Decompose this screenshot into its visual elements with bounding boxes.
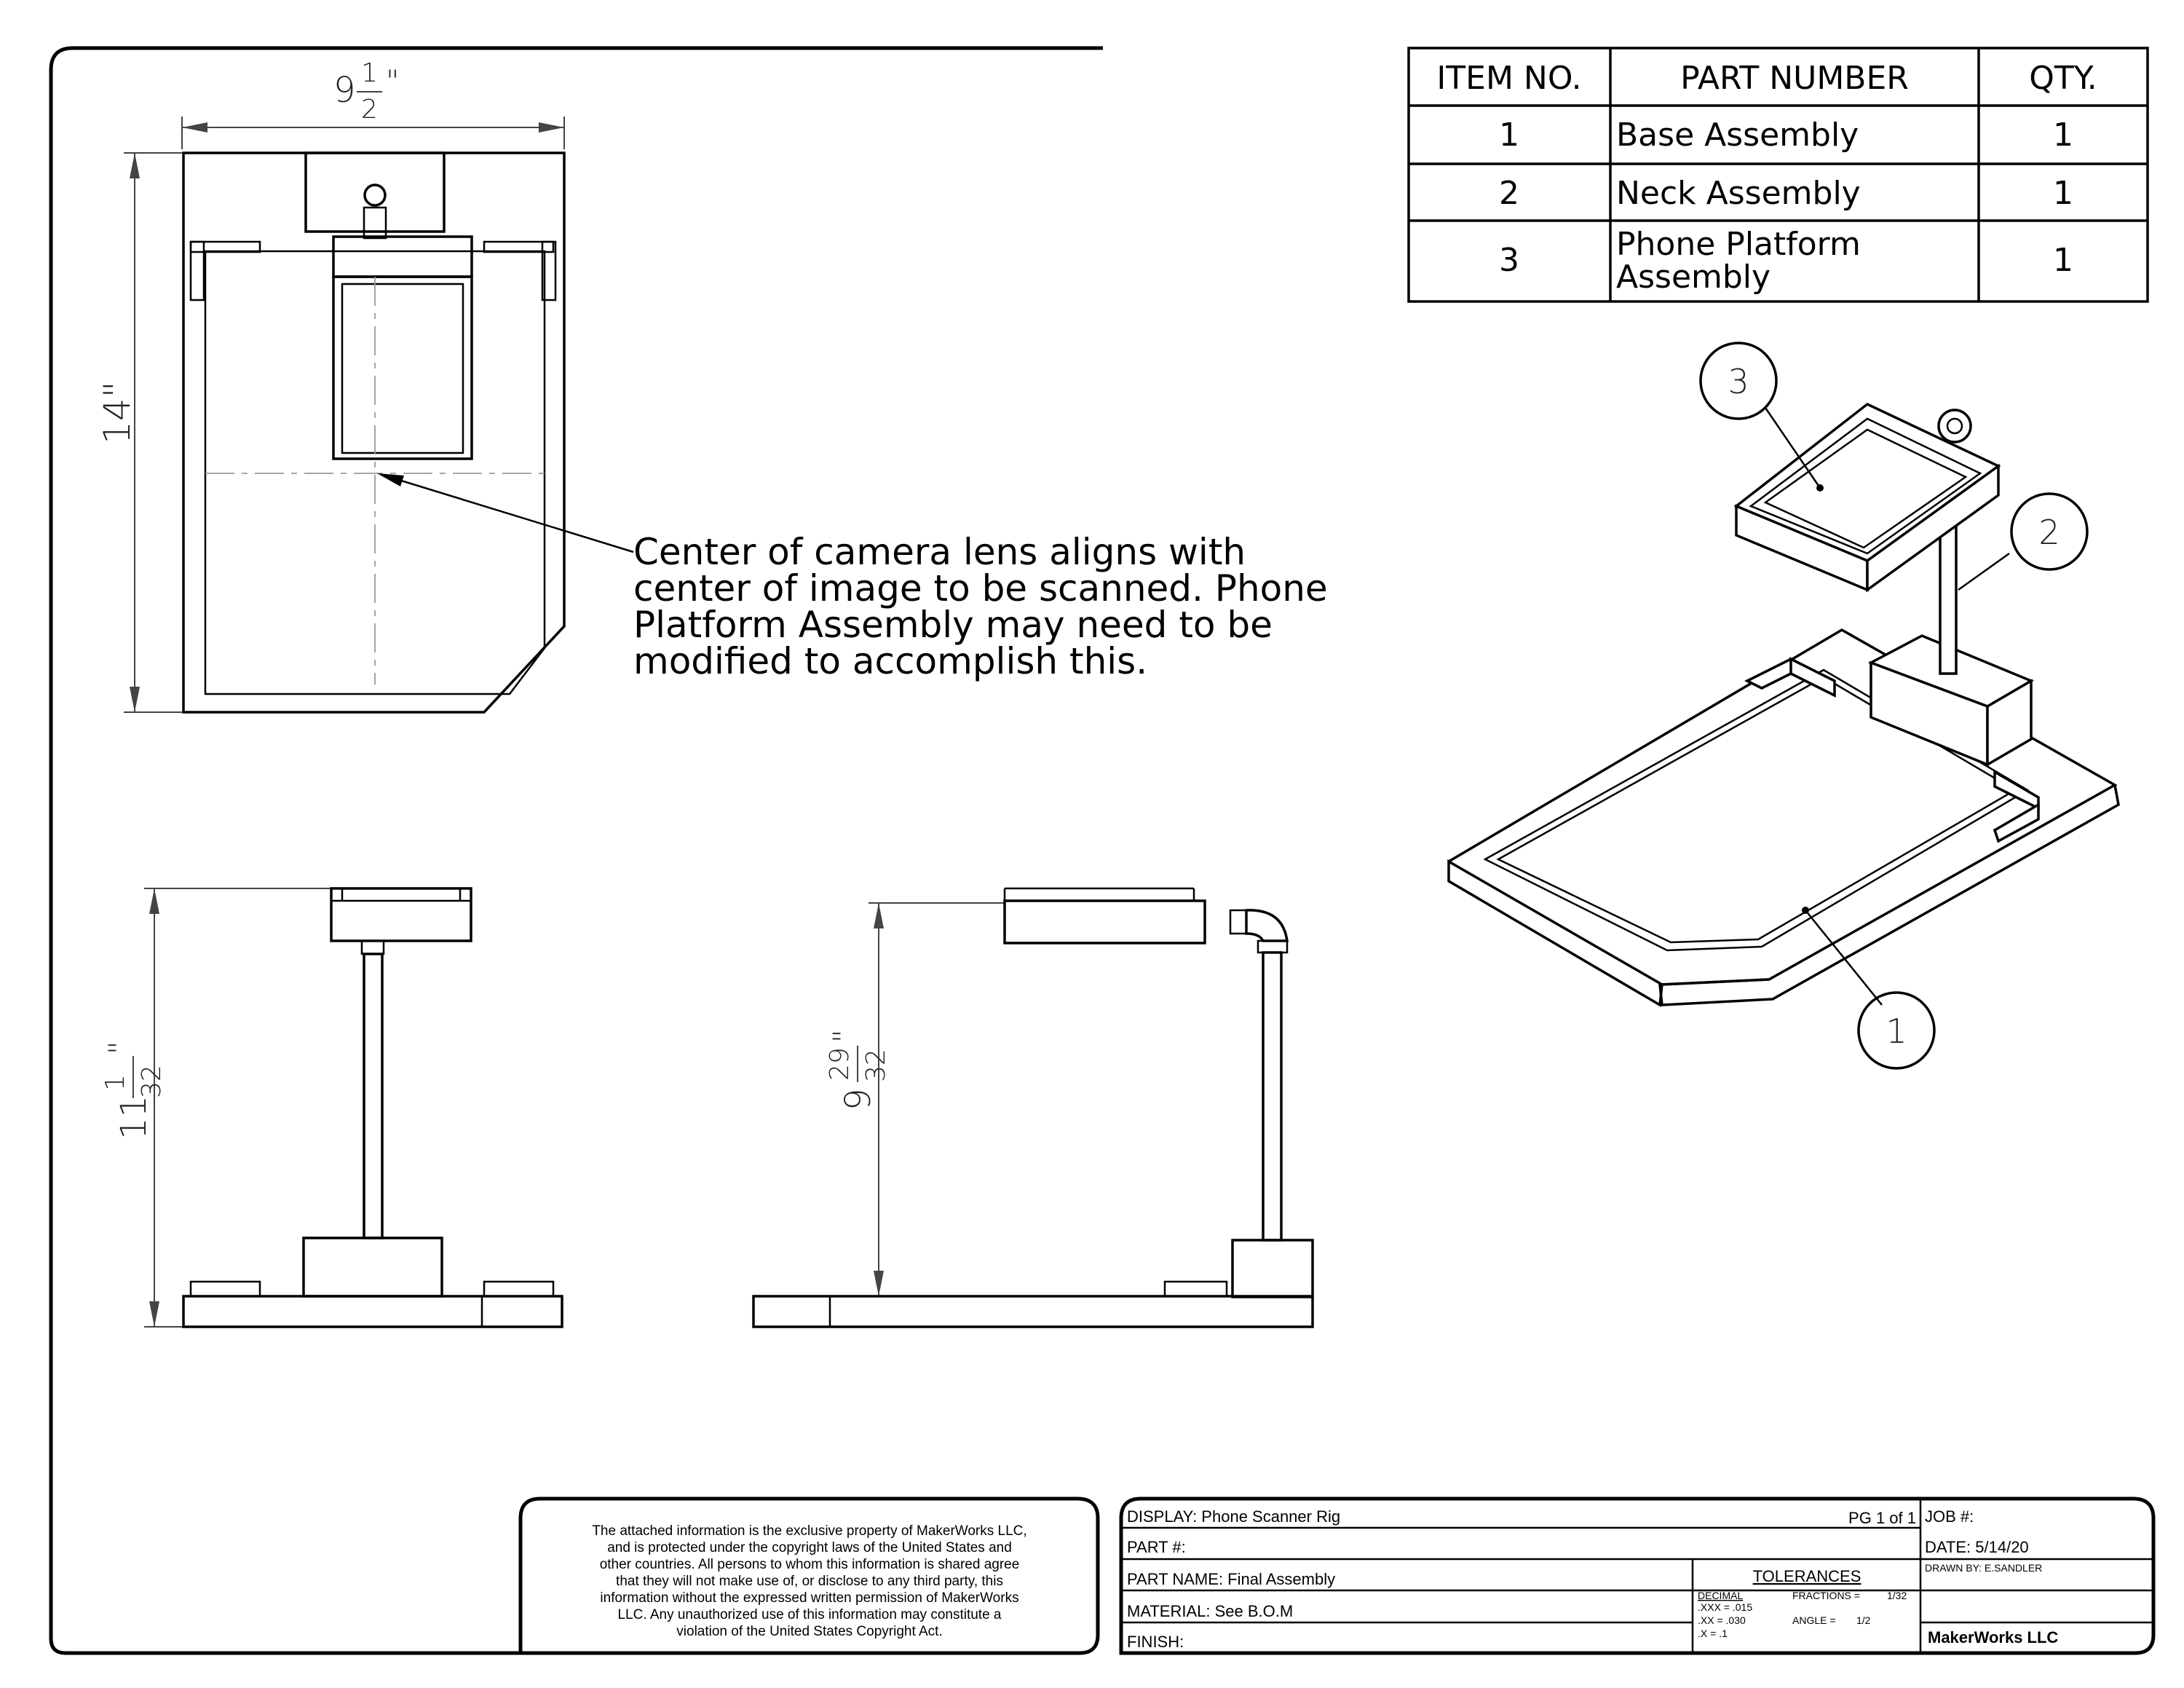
title-part-number: PART #: bbox=[1127, 1538, 1186, 1556]
note-line-3: Platform Assembly may need to be bbox=[633, 604, 1273, 646]
title-tolerances: TOLERANCES bbox=[1753, 1567, 1861, 1585]
title-finish: FINISH: bbox=[1127, 1633, 1184, 1651]
front-view: 11 1 32 " bbox=[100, 887, 563, 1328]
title-block: DISPLAY: Phone Scanner Rig PG 1 of 1 JOB… bbox=[1119, 1496, 2156, 1655]
title-material: MATERIAL: See B.O.M bbox=[1127, 1602, 1293, 1620]
bom-row-qty: 1 bbox=[2053, 175, 2073, 212]
balloon-1-label: 1 bbox=[1886, 1011, 1907, 1051]
tol-xxx: .XXX = .015 bbox=[1698, 1601, 1752, 1613]
front-height-numerator: 1 bbox=[100, 1074, 130, 1091]
bom-row-item: 1 bbox=[1499, 117, 1519, 154]
legal-notice: The attached information is the exclusiv… bbox=[518, 1496, 1100, 1655]
note-line-1: Center of camera lens aligns with bbox=[633, 531, 1246, 573]
legal-line: other countries. All persons to whom thi… bbox=[600, 1557, 1020, 1572]
legal-line: that they will not make use of, or discl… bbox=[616, 1574, 1003, 1589]
bom-row-qty: 1 bbox=[2053, 117, 2073, 154]
width-dimension-numerator: 1 bbox=[361, 58, 378, 88]
title-display: DISPLAY: Phone Scanner Rig bbox=[1127, 1507, 1340, 1526]
side-height-unit: " bbox=[828, 1030, 861, 1043]
balloon-2: 2 bbox=[2010, 492, 2089, 571]
bom-row-part: Neck Assembly bbox=[1616, 175, 1861, 212]
bom-row-item: 3 bbox=[1499, 242, 1519, 279]
bom-row-part: Phone Platform bbox=[1616, 226, 1861, 263]
sheet-border bbox=[49, 46, 1103, 1655]
legal-line: information without the expressed writte… bbox=[600, 1590, 1018, 1606]
side-height-numerator: 29 bbox=[825, 1047, 855, 1081]
bom-header-qty: QTY. bbox=[2029, 60, 2097, 97]
title-date: DATE: 5/14/20 bbox=[1925, 1538, 2029, 1556]
title-part-name: PART NAME: Final Assembly bbox=[1127, 1570, 1335, 1588]
balloon-3: 3 bbox=[1699, 342, 1778, 420]
legal-line: The attached information is the exclusiv… bbox=[592, 1523, 1026, 1539]
bom-header-part: PART NUMBER bbox=[1680, 60, 1909, 97]
tol-decimal: DECIMAL bbox=[1698, 1590, 1743, 1601]
title-page: PG 1 of 1 bbox=[1848, 1509, 1916, 1527]
balloon-1: 1 bbox=[1857, 991, 1936, 1070]
balloon-2-label: 2 bbox=[2038, 513, 2060, 552]
note-line-2: center of image to be scanned. Phone bbox=[633, 567, 1328, 610]
width-dimension-whole: 9 bbox=[333, 70, 356, 111]
side-height-whole: 9 bbox=[838, 1088, 879, 1111]
front-height-whole: 11 bbox=[114, 1095, 154, 1140]
isometric-view bbox=[1447, 402, 2120, 1007]
legal-line: violation of the United States Copyright… bbox=[676, 1624, 942, 1639]
bom-row-part: Base Assembly bbox=[1616, 117, 1859, 154]
tol-fractions: FRACTIONS = bbox=[1792, 1590, 1860, 1601]
tol-fractions-value: 1/32 bbox=[1887, 1590, 1907, 1601]
front-height-unit: " bbox=[103, 1041, 137, 1054]
legal-line: and is protected under the copyright law… bbox=[607, 1540, 1012, 1555]
width-dimension-denominator: 2 bbox=[361, 95, 378, 125]
bom-row-part-cont: Assembly bbox=[1616, 259, 1770, 296]
tol-angle-value: 1/2 bbox=[1856, 1614, 1871, 1626]
bom-table: ITEM NO. PART NUMBER QTY. 1 Base Assembl… bbox=[1407, 47, 2149, 303]
legal-line: LLC. Any unauthorized use of this inform… bbox=[617, 1607, 1001, 1622]
title-job: JOB #: bbox=[1925, 1507, 1974, 1526]
width-dimension-unit: " bbox=[386, 65, 399, 98]
tol-angle: ANGLE = bbox=[1792, 1614, 1836, 1626]
bom-header-item: ITEM NO. bbox=[1436, 60, 1581, 97]
front-height-denominator: 32 bbox=[137, 1065, 167, 1098]
tol-x: .X = .1 bbox=[1698, 1628, 1728, 1639]
note-line-4: modified to accomplish this. bbox=[633, 640, 1147, 682]
bom-row-qty: 1 bbox=[2053, 242, 2073, 279]
title-drawn-by: DRAWN BY: E.SANDLER bbox=[1925, 1562, 2042, 1574]
side-height-denominator: 32 bbox=[861, 1049, 891, 1082]
bom-row-item: 2 bbox=[1499, 175, 1519, 212]
title-company: MakerWorks LLC bbox=[1928, 1628, 2058, 1646]
balloon-3-label: 3 bbox=[1728, 362, 1749, 401]
tol-xx: .XX = .030 bbox=[1698, 1614, 1746, 1626]
plan-height-dimension: 14" bbox=[96, 381, 138, 444]
top-view: 9 1 2 " 14" bbox=[96, 58, 634, 714]
camera-note: Center of camera lens aligns with center… bbox=[633, 531, 1328, 682]
side-view: 9 29 32 " bbox=[752, 887, 1314, 1328]
